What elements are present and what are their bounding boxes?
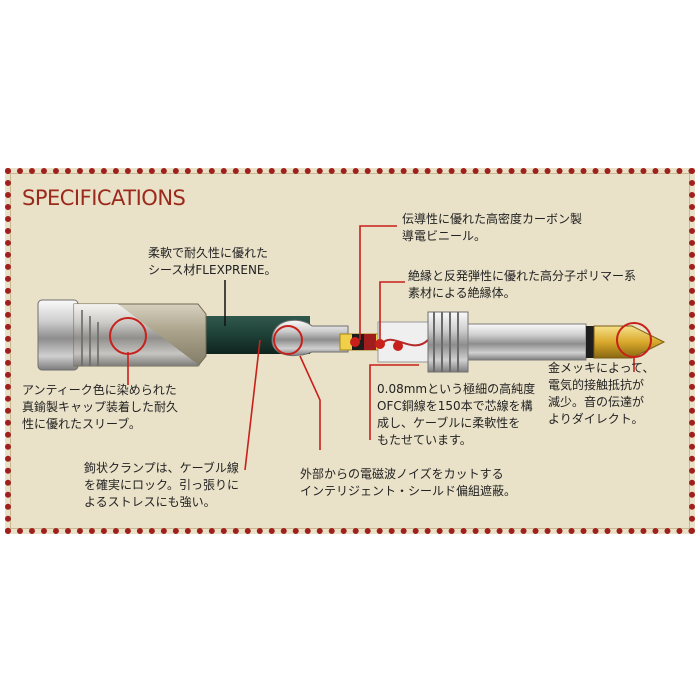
clamp-callout: 鉤状クランプは、ケーブル線 を確実にロック。引っ張りに よるストレスにも強い。 xyxy=(84,461,240,509)
sleeve-cap xyxy=(37,299,207,371)
clamp-marker xyxy=(273,325,303,355)
gold-plating-callout: 金メッキによって、 電気的接触抵抗が 減少。音の伝達が よりダイレクト。 xyxy=(548,361,655,426)
ofc-core-callout: 0.08mmという極細の高純度 OFC銅線を150本で芯線を構 成し、ケーブルに… xyxy=(377,382,536,447)
callout-dots xyxy=(350,337,403,351)
dotted-border xyxy=(5,168,695,534)
conductive-vinyl-callout: 伝導性に優れた高密度カーボン製 導電ビニール。 xyxy=(402,212,583,243)
plug-shaft xyxy=(427,311,666,373)
insulator-callout: 絶縁と反発弾性に優れた高分子ポリマー系 素材による絶縁体。 xyxy=(408,269,637,300)
jacket-material-callout: 柔軟で耐久性に優れた シース材FLEXPRENE。 xyxy=(148,246,277,277)
sleeve-callout: アンティーク色に染められた 真鍮製キャップ装着した耐久 性に優れたスリーブ。 xyxy=(22,383,179,431)
specifications-heading: SPECIFICATIONS xyxy=(22,186,186,210)
clamp xyxy=(271,319,349,357)
callout-lines xyxy=(127,225,635,471)
shield-callout: 外部からの電磁波ノイズをカットする インテリジェント・シールド偏組遮蔽。 xyxy=(300,467,517,498)
